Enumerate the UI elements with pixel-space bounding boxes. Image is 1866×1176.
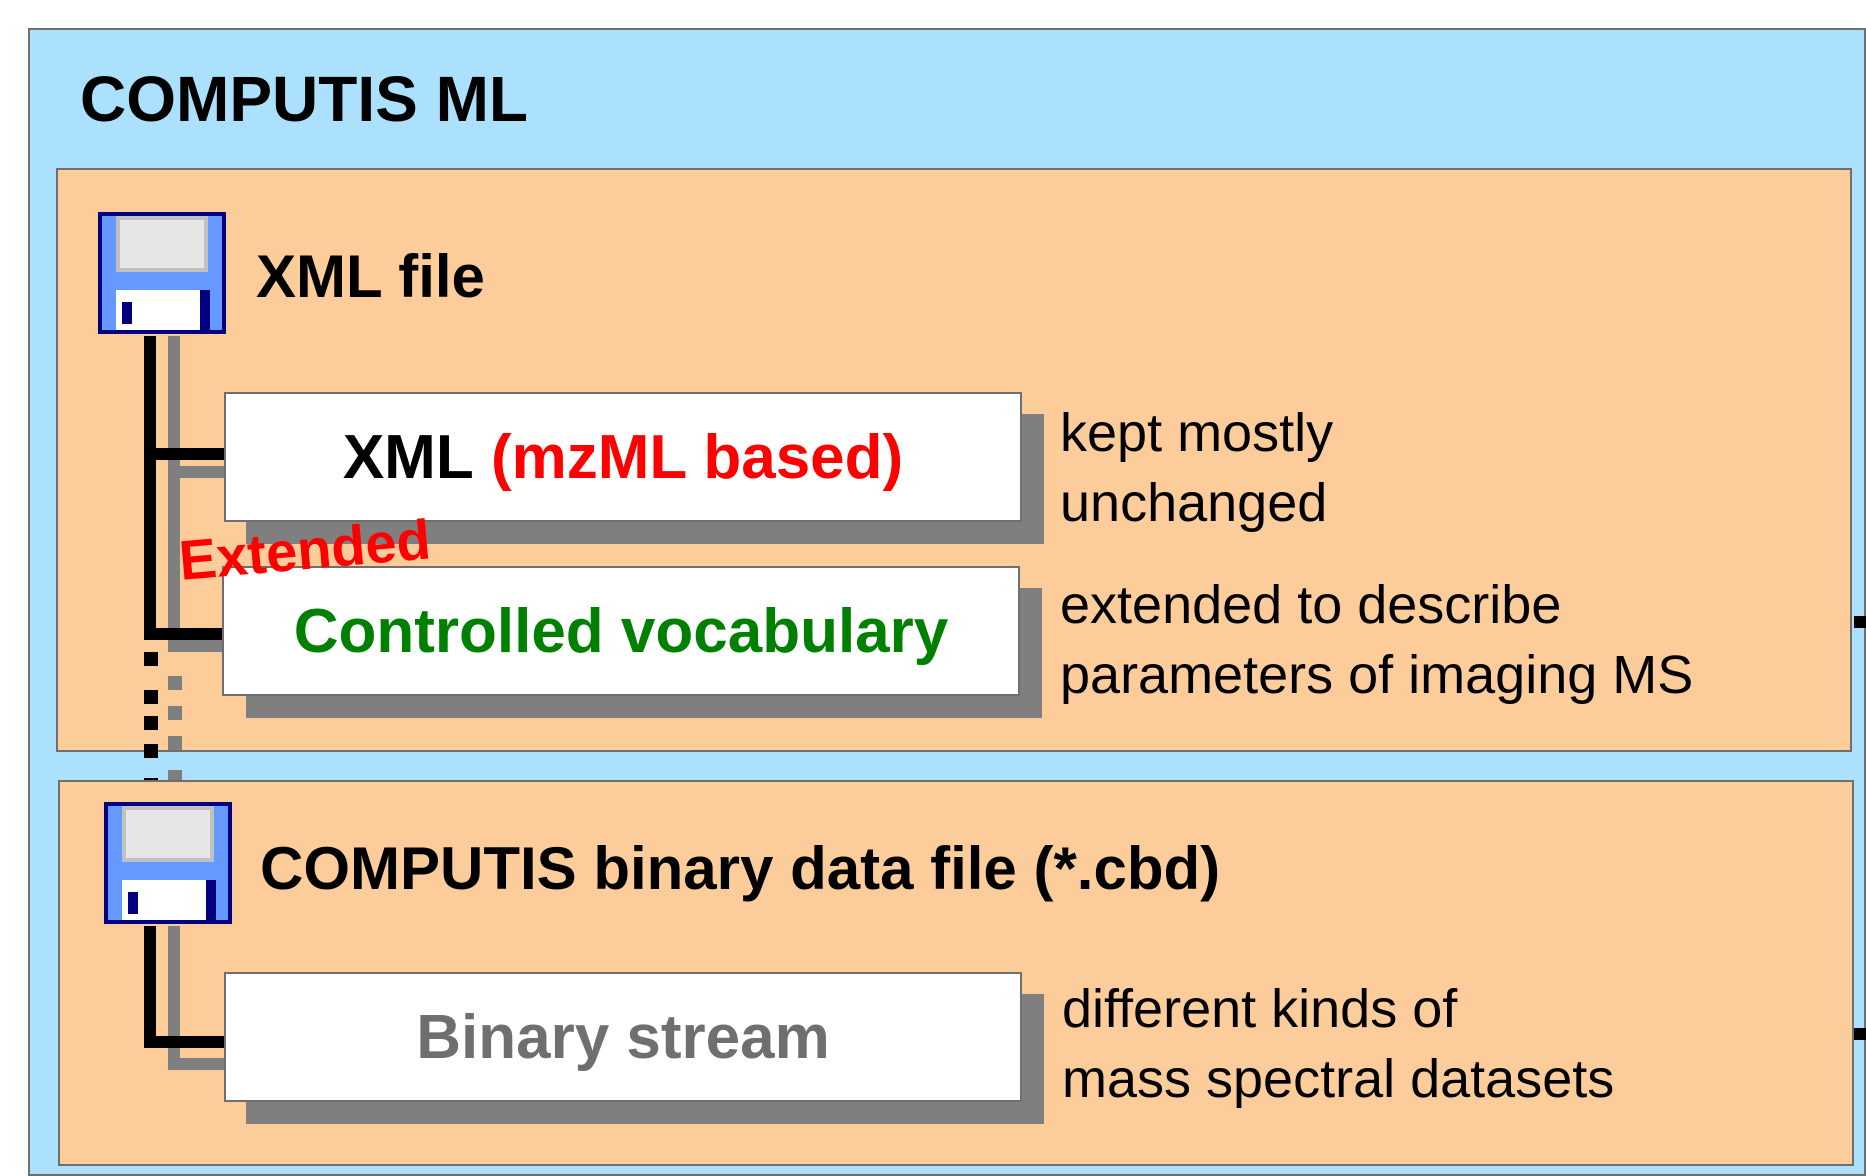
desc-line: extended to describe xyxy=(1060,575,1562,635)
desc-line: unchanged xyxy=(1060,473,1328,533)
desc-line: different kinds of xyxy=(1062,979,1458,1039)
controlled-vocabulary-box: Controlled vocabulary xyxy=(222,566,1020,696)
binary-stream-label: Binary stream xyxy=(416,1002,830,1072)
dotted-connector xyxy=(144,690,158,704)
tree-connector xyxy=(144,448,226,460)
desc-line: mass spectral datasets xyxy=(1062,1049,1615,1109)
tree-connector xyxy=(144,926,156,1048)
floppy-disk-icon xyxy=(98,212,226,334)
desc-line: parameters of imaging MS xyxy=(1060,645,1694,705)
tree-connector xyxy=(144,628,226,640)
dotted-connector-shadow xyxy=(168,676,182,690)
tree-connector xyxy=(144,1036,226,1048)
diagram-title: COMPUTIS ML xyxy=(80,63,528,135)
binary-stream-box: Binary stream xyxy=(224,972,1022,1102)
desc-line: kept mostly xyxy=(1060,403,1334,463)
xml-mzml-box: XML (mzML based) xyxy=(224,392,1022,522)
edge-connector xyxy=(1854,1028,1866,1040)
dotted-connector xyxy=(144,652,158,666)
connector-shadow xyxy=(168,926,180,1070)
xml-description: kept mostly unchanged xyxy=(1060,398,1333,538)
dotted-connector-shadow xyxy=(168,706,182,720)
tree-connector xyxy=(144,336,156,640)
connector-shadow xyxy=(168,466,224,478)
dotted-connector-shadow xyxy=(168,736,182,750)
floppy-disk-icon xyxy=(104,802,232,924)
connector-shadow xyxy=(168,640,224,652)
dotted-connector xyxy=(144,744,158,758)
dotted-connector xyxy=(144,716,158,730)
xml-label: XML xyxy=(342,422,474,492)
xml-file-title: XML file xyxy=(256,243,485,310)
binary-file-title: COMPUTIS binary data file (*.cbd) xyxy=(260,835,1221,902)
cv-description: extended to describe parameters of imagi… xyxy=(1060,570,1693,710)
connector-shadow xyxy=(168,336,180,646)
mzml-based-label: (mzML based) xyxy=(490,422,904,492)
connector-shadow xyxy=(168,1058,224,1070)
edge-connector xyxy=(1854,616,1866,628)
binary-description: different kinds of mass spectral dataset… xyxy=(1062,974,1614,1114)
controlled-vocabulary-label: Controlled vocabulary xyxy=(293,596,949,666)
